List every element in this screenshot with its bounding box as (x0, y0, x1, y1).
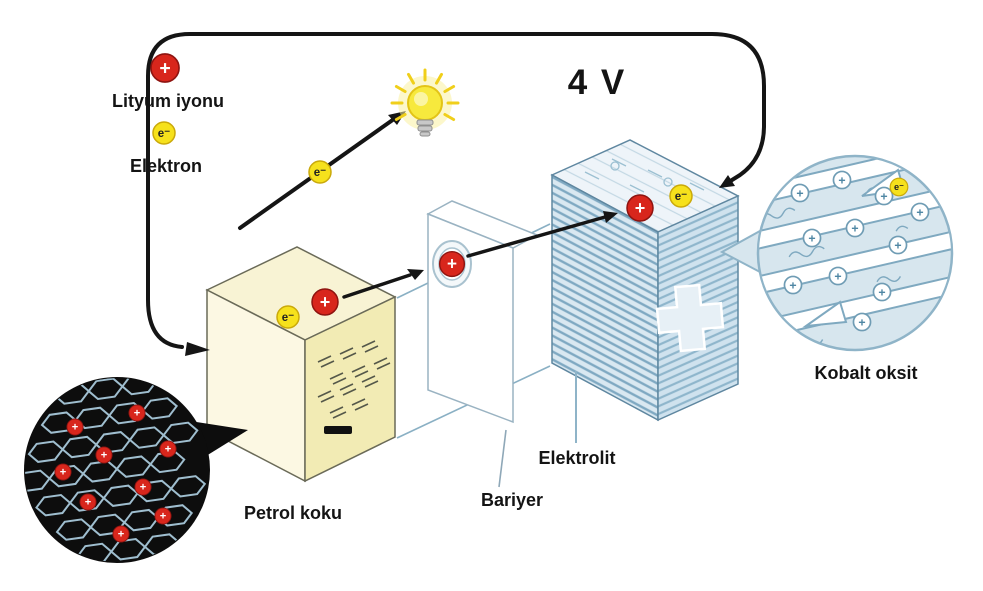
cathode-label: Kobalt oksit (814, 363, 917, 383)
wire-path (146, 32, 766, 349)
minus-terminal (324, 426, 352, 434)
lithium-ion-in-cobalt (832, 170, 852, 190)
lithium-ion (112, 525, 130, 543)
lithium-ion-barrier (438, 250, 466, 278)
lithium-ion-in-cobalt (802, 228, 822, 248)
lithium-ion (154, 507, 172, 525)
cathode-detail-inset (719, 154, 954, 352)
electron-particle-on-wire (308, 160, 332, 184)
anode-detail-inset (24, 377, 248, 563)
cathode-box (550, 139, 740, 422)
component-labels: Petrol koku Bariyer Elektrolit Kobalt ok… (244, 363, 918, 523)
light-bulb-icon (390, 68, 460, 137)
legend-electron-label: Elektron (130, 156, 202, 176)
lithium-ion-in-cobalt (872, 282, 892, 302)
legend-electron-icon (152, 121, 176, 145)
lithium-ion (134, 478, 152, 496)
lithium-ion-in-cobalt (828, 266, 848, 286)
ion-arrowhead-1 (407, 269, 424, 280)
voltage-label: 4 V (568, 63, 627, 102)
wire-arrowhead-cathode (719, 175, 735, 188)
ion-flow (276, 184, 693, 329)
lithium-ion-in-cobalt (783, 275, 803, 295)
lithium-ion-cathode (626, 194, 654, 222)
plus-terminal (655, 283, 725, 353)
cathode-top-texture (584, 158, 705, 193)
anode-box (205, 246, 397, 483)
lithium-ion (66, 418, 84, 436)
lithium-ion-in-cobalt (874, 186, 894, 206)
electron-particle-cathode (669, 184, 693, 208)
ion-arrow-1 (342, 273, 412, 299)
legend: Lityum iyonu Elektron (112, 53, 224, 176)
lithium-ion (128, 404, 146, 422)
intercalation-arrow-bottom (802, 300, 848, 328)
bulb-base (416, 119, 434, 137)
lithium-ion-in-cobalt (790, 183, 810, 203)
barrier-slab (426, 200, 539, 424)
electron-particle (889, 177, 909, 197)
lithium-ion-in-cobalt (852, 312, 872, 332)
anode-label: Petrol koku (244, 503, 342, 523)
lithium-ion-anode (311, 288, 339, 316)
electron-particle-anode (276, 305, 300, 329)
circuit-wire (146, 32, 766, 356)
lithium-ion-in-cobalt (845, 218, 865, 238)
barrier-pointer-line (498, 429, 507, 488)
legend-lithium-label: Lityum iyonu (112, 91, 224, 111)
lithium-ion (159, 440, 177, 458)
ion-arrow-2 (466, 215, 607, 258)
lithium-ion-in-cobalt (910, 202, 930, 222)
lithium-ion (54, 463, 72, 481)
ion-arrowhead-2 (603, 211, 618, 223)
barrier-label: Bariyer (481, 490, 543, 510)
wire-arrowhead-anode (185, 342, 210, 356)
bulb-rays (390, 68, 460, 121)
electrolyte-label: Elektrolit (538, 448, 615, 468)
bulb-highlight (414, 92, 428, 106)
legend-lithium-ion-icon (150, 53, 180, 83)
lithium-ion (79, 493, 97, 511)
lithium-ion-in-cobalt (888, 235, 908, 255)
lithium-ion (95, 446, 113, 464)
